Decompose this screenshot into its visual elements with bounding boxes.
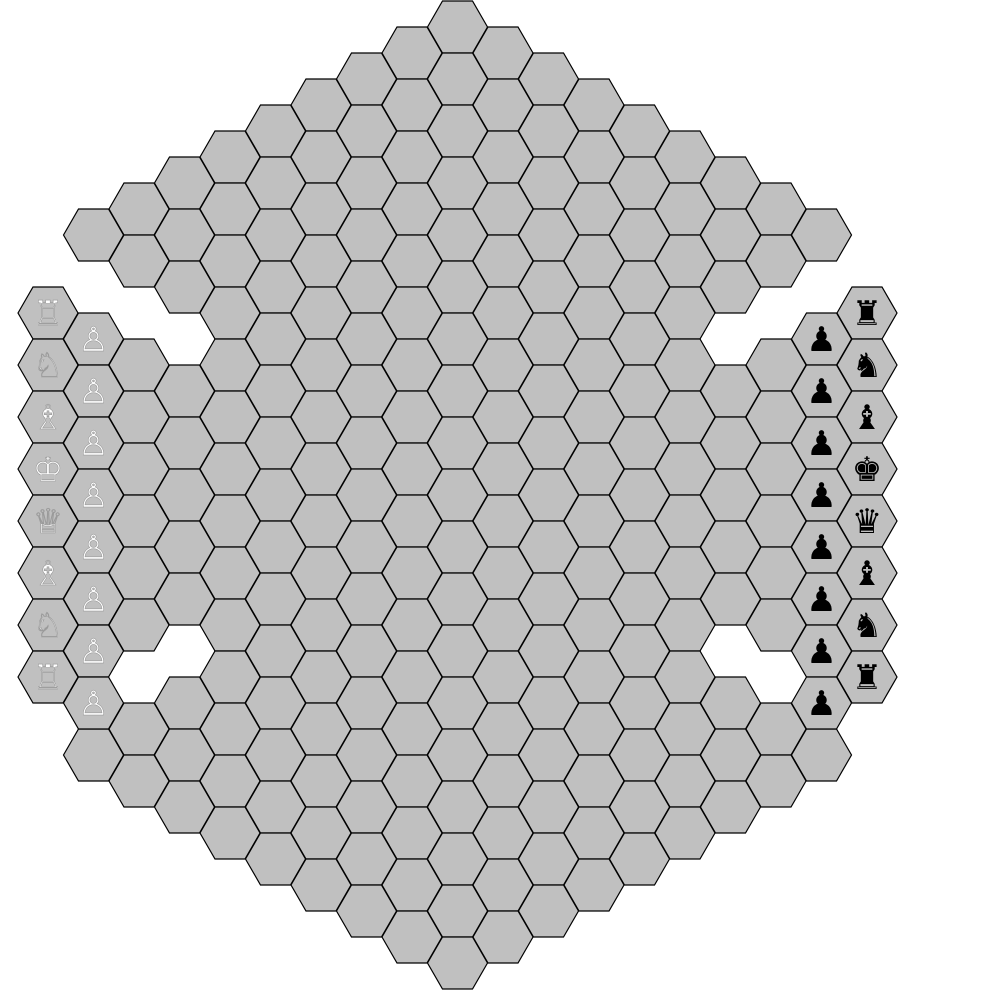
black-pawn-icon[interactable]: ♟ <box>806 528 836 568</box>
black-pawn-icon[interactable]: ♟ <box>806 476 836 516</box>
white-pawn-icon[interactable]: ♙ <box>78 424 109 465</box>
white-knight-icon[interactable]: ♘ <box>32 346 63 387</box>
black-rook-icon[interactable]: ♜ <box>852 658 882 698</box>
black-bishop-icon[interactable]: ♝ <box>852 398 882 438</box>
black-knight-icon[interactable]: ♞ <box>852 346 882 386</box>
board-pieces: ♖ ♘ ♗ ♔ ♕ ♗ ♘ ♖ ♙ ♙ ♙ ♙ ♙ ♙ ♙ ♙ ♟ ♟ ♟ ♟ ♟ ♟ ♟ ♟ ♜ ♞ ♝ ♚ ♛ ♝ ♞ ♜ <box>32 294 882 725</box>
white-pawn-icon[interactable]: ♙ <box>78 580 109 621</box>
black-pawn-icon[interactable]: ♟ <box>806 320 836 360</box>
white-bishop-icon[interactable]: ♗ <box>32 398 63 439</box>
white-rook-icon[interactable]: ♖ <box>32 658 63 699</box>
black-pawn-icon[interactable]: ♟ <box>806 684 836 724</box>
black-king-icon[interactable]: ♚ <box>852 450 882 490</box>
board-cell[interactable] <box>62 676 125 730</box>
white-pawn-icon[interactable]: ♙ <box>78 476 109 517</box>
black-knight-icon[interactable]: ♞ <box>852 606 882 646</box>
white-pawn-icon[interactable]: ♙ <box>78 528 109 569</box>
white-pawn-icon[interactable]: ♙ <box>78 372 109 413</box>
white-queen-icon[interactable]: ♕ <box>32 502 63 543</box>
black-bishop-icon[interactable]: ♝ <box>852 554 882 594</box>
black-pawn-icon[interactable]: ♟ <box>806 424 836 464</box>
white-rook-icon[interactable]: ♖ <box>32 294 63 335</box>
black-pawn-icon[interactable]: ♟ <box>806 580 836 620</box>
white-pawn-icon[interactable]: ♙ <box>78 320 109 361</box>
black-queen-icon[interactable]: ♛ <box>852 502 882 542</box>
white-pawn-icon[interactable]: ♙ <box>78 684 109 725</box>
board-cells <box>17 0 898 990</box>
white-knight-icon[interactable]: ♘ <box>32 606 63 647</box>
white-pawn-icon[interactable]: ♙ <box>78 632 109 673</box>
white-bishop-icon[interactable]: ♗ <box>32 554 63 595</box>
white-king-icon[interactable]: ♔ <box>32 450 63 491</box>
board-cell[interactable] <box>790 208 853 262</box>
black-pawn-icon[interactable]: ♟ <box>806 632 836 672</box>
board-cell[interactable] <box>836 650 898 704</box>
black-pawn-icon[interactable]: ♟ <box>806 372 836 412</box>
black-rook-icon[interactable]: ♜ <box>852 294 882 334</box>
